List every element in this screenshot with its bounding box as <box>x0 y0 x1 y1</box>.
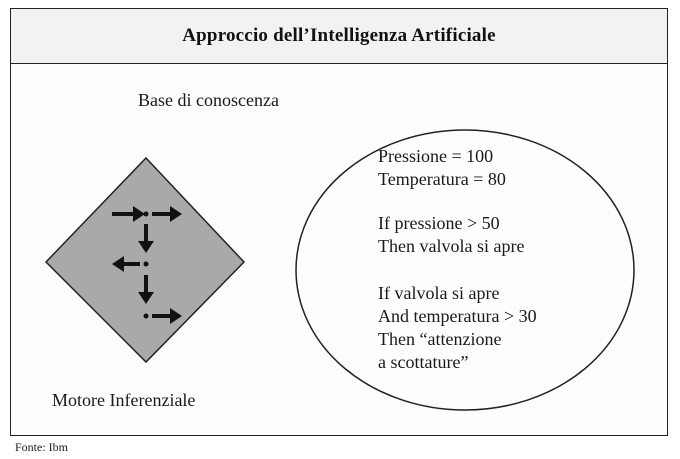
rule-1-block: If pressione > 50 Then valvola si apre <box>378 212 524 258</box>
figure-header: Approccio dell’Intelligenza Artificiale <box>11 9 667 64</box>
facts-block: Pressione = 100 Temperatura = 80 <box>378 145 506 191</box>
rule-line: If pressione > 50 <box>378 213 500 233</box>
rule-line: Then valvola si apre <box>378 236 525 256</box>
rule-2-block: If valvola si apre And temperatura > 30 … <box>378 282 537 374</box>
inference-engine-label: Motore Inferenziale <box>52 390 196 410</box>
rule-line: If valvola si apre <box>378 283 500 303</box>
fact-line: Pressione = 100 <box>378 146 494 166</box>
figure-title: Approccio dell’Intelligenza Artificiale <box>182 25 496 46</box>
knowledge-base-circle <box>295 129 635 411</box>
fact-line: Temperatura = 80 <box>378 169 506 189</box>
rule-line: And temperatura > 30 <box>378 306 537 326</box>
rule-line: Then “attenzione <box>378 329 502 349</box>
inference-flow-arrows-icon <box>112 206 182 324</box>
knowledge-base-label: Base di conoscenza <box>138 90 279 110</box>
inference-engine-diamond <box>44 156 246 364</box>
source-note: Fonte: Ibm <box>15 440 68 454</box>
rule-line: a scottature” <box>378 352 469 372</box>
